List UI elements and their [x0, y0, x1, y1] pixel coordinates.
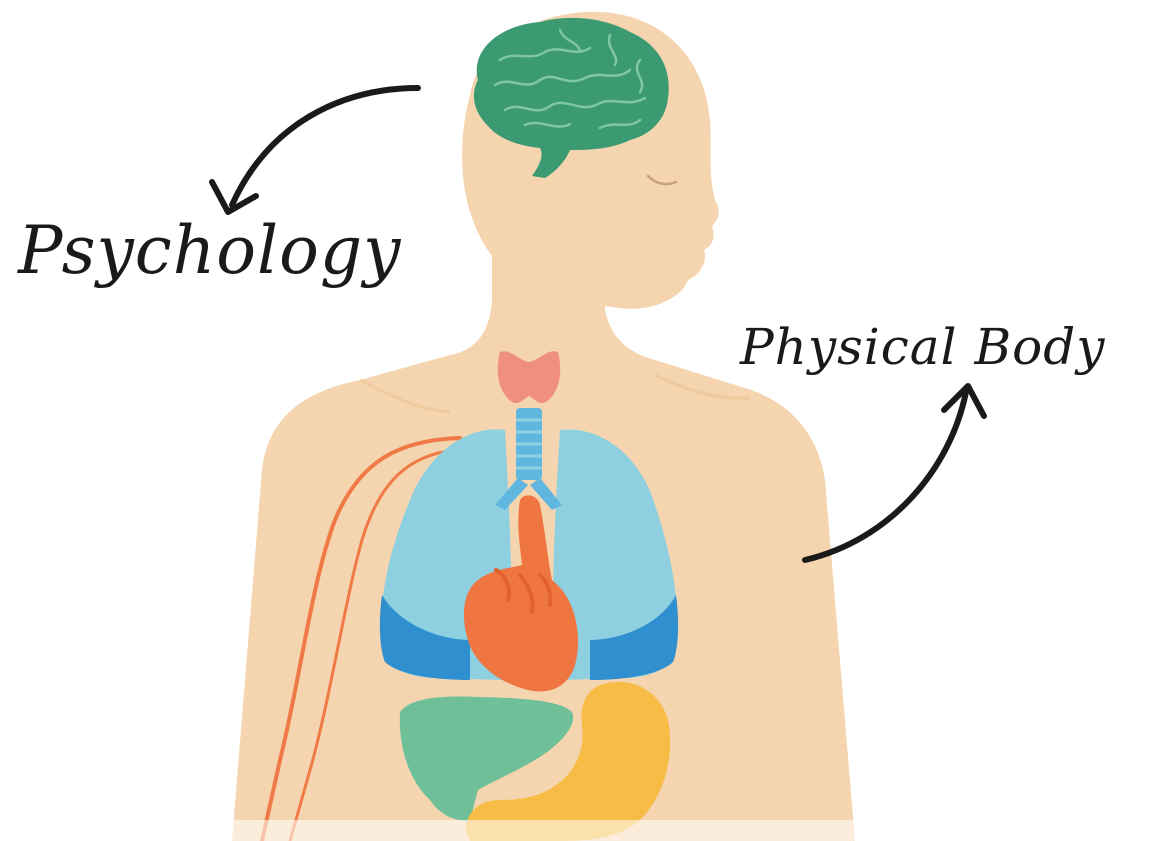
- psychology-label: Psychology: [18, 212, 401, 289]
- bottom-fade: [0, 820, 1158, 841]
- arrow-to-psychology-icon: [212, 88, 418, 212]
- physical-body-label: Physical Body: [740, 318, 1106, 376]
- arrow-to-physical-body-icon: [805, 386, 984, 560]
